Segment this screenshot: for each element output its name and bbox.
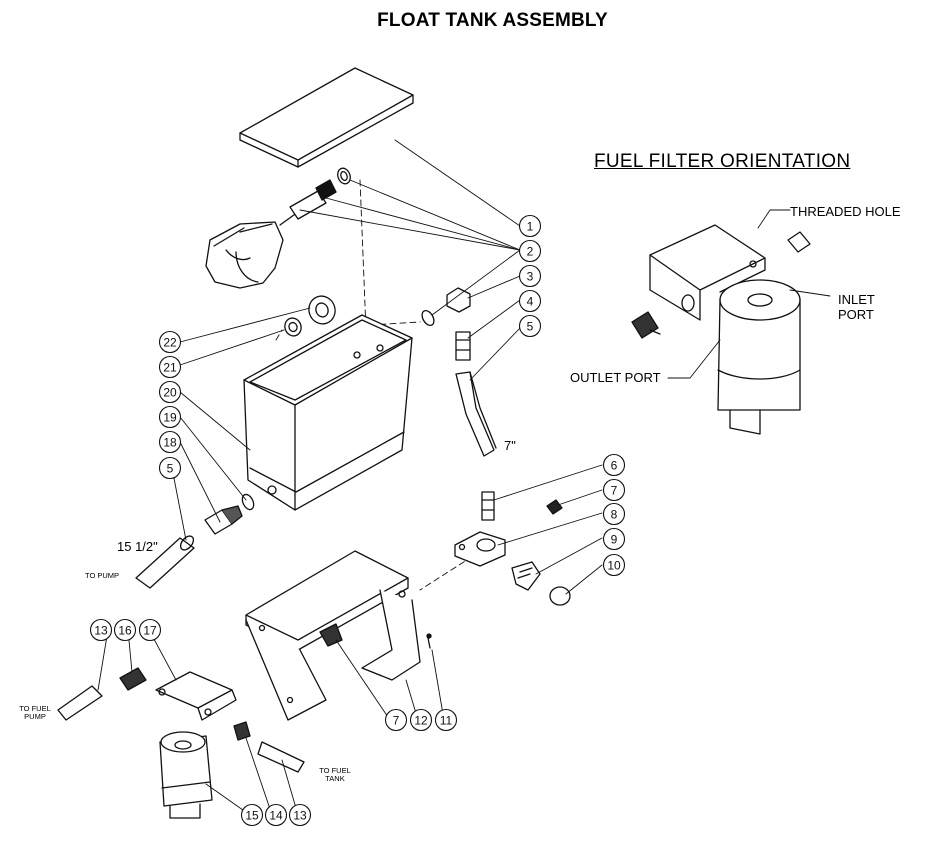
- part-number-b5b: 5: [167, 462, 174, 476]
- balloon-circle-b5b: [158, 456, 182, 480]
- part-number-b22: 22: [163, 336, 177, 350]
- balloon-circle-b1: [518, 214, 542, 238]
- screw-11: [426, 633, 432, 649]
- part-number-b9: 9: [611, 533, 618, 547]
- threaded-hole-label: THREADED HOLE: [790, 204, 901, 219]
- elbow-fitting-3: [446, 287, 471, 313]
- filter-bracket-17: [155, 671, 237, 721]
- balloon-circle-b18: [158, 430, 182, 454]
- part-number-b21: 21: [163, 361, 177, 375]
- float-tank: [243, 314, 413, 511]
- part-number-b7a: 7: [611, 484, 618, 498]
- part-number-b10: 10: [607, 559, 621, 573]
- balloon-circle-b10: [602, 553, 626, 577]
- fitting-6: [481, 491, 495, 521]
- balloon-circle-b12: [409, 708, 433, 732]
- hose-15-half: [135, 535, 195, 589]
- part-number-b2: 2: [527, 245, 534, 259]
- part-number-b20: 20: [163, 386, 177, 400]
- part-number-b7b: 7: [393, 714, 400, 728]
- part-number-b5a: 5: [527, 320, 534, 334]
- part-number-b17: 17: [143, 624, 157, 638]
- orientation-fitting-outlet: [631, 311, 661, 339]
- part-number-b14: 14: [269, 809, 283, 823]
- part-number-b13b: 13: [293, 809, 307, 823]
- cap-10: [549, 586, 571, 606]
- tank-lid: [239, 67, 414, 168]
- gasket-2: [337, 167, 351, 185]
- balloon-circle-b15: [240, 803, 264, 827]
- balloon-circle-b3: [518, 264, 542, 288]
- part-number-b6: 6: [611, 459, 618, 473]
- balloon-circle-b14: [264, 803, 288, 827]
- diagram-title: FLOAT TANK ASSEMBLY: [377, 10, 608, 31]
- tee-bracket-8: [454, 531, 506, 567]
- balloon-circle-b13b: [288, 803, 312, 827]
- balloon-circle-b22: [158, 330, 182, 354]
- part-number-b3: 3: [527, 270, 534, 284]
- balloon-circle-b9: [602, 527, 626, 551]
- orientation-fitting-threaded: [787, 231, 811, 253]
- orientation-bracket: [649, 224, 766, 321]
- balloon-circle-b13a: [89, 618, 113, 642]
- elbow-16: [119, 667, 147, 691]
- leader-lines: [97, 139, 831, 816]
- part-number-b12: 12: [414, 714, 428, 728]
- part-number-b16: 16: [118, 624, 132, 638]
- to-fuel-pump-label-line2: PUMP: [24, 712, 46, 721]
- balloon-circle-b5a: [518, 314, 542, 338]
- inlet-port-label-line2: PORT: [838, 307, 874, 322]
- balloon-circle-b16: [113, 618, 137, 642]
- hose-length-15-half-label: 15 1/2": [117, 539, 158, 554]
- balloon-circle-b19: [158, 405, 182, 429]
- part-number-b19: 19: [163, 411, 177, 425]
- barb-fitting-18: [204, 505, 243, 535]
- to-pump-label: TO PUMP: [85, 571, 120, 580]
- part-number-b18: 18: [163, 436, 177, 450]
- balloon-circle-b7b: [384, 708, 408, 732]
- fitting-9: [511, 561, 541, 591]
- fuel-filter-orientation-heading: FUEL FILTER ORIENTATION: [594, 151, 851, 172]
- balloon-circle-b2: [518, 239, 542, 263]
- inlet-port-label-line1: INLET: [838, 292, 875, 307]
- hose-barb-13-right: [257, 741, 305, 773]
- part-number-b4: 4: [527, 295, 534, 309]
- part-number-b1: 1: [527, 220, 534, 234]
- to-fuel-tank-label-line2: TANK: [325, 774, 345, 783]
- outlet-port-label: OUTLET PORT: [570, 370, 661, 385]
- balloon-circle-b11: [434, 708, 458, 732]
- balloon-circle-b7a: [602, 478, 626, 502]
- gasket-19: [241, 493, 255, 511]
- part-number-b15: 15: [245, 809, 259, 823]
- balloon-circle-b21: [158, 355, 182, 379]
- balloon-circle-b17: [138, 618, 162, 642]
- part-number-b8: 8: [611, 508, 618, 522]
- balloon-circle-b4: [518, 289, 542, 313]
- float-valve: [205, 179, 337, 289]
- hose-7-inch: [455, 371, 497, 457]
- part-number-b13a: 13: [94, 624, 108, 638]
- balloon-circle-b20: [158, 380, 182, 404]
- grommet-22: [308, 295, 336, 325]
- filter-15: [159, 731, 213, 819]
- part-number-b11: 11: [440, 714, 453, 728]
- orientation-filter: [717, 279, 801, 435]
- nipple-4: [455, 331, 471, 361]
- grommet-21: [284, 317, 302, 337]
- to-fuel-pump-label-line1: TO FUEL: [19, 704, 51, 713]
- hose-length-7-label: 7": [504, 438, 516, 453]
- to-fuel-tank-label-line1: TO FUEL: [319, 766, 351, 775]
- washer-3: [421, 309, 435, 327]
- fitting-14: [233, 721, 251, 741]
- balloon-circle-b6: [602, 453, 626, 477]
- mounting-bracket-12: [245, 550, 421, 721]
- hose-barb-13-left: [57, 685, 103, 721]
- screw-7-top: [546, 499, 563, 515]
- balloon-circle-b8: [602, 502, 626, 526]
